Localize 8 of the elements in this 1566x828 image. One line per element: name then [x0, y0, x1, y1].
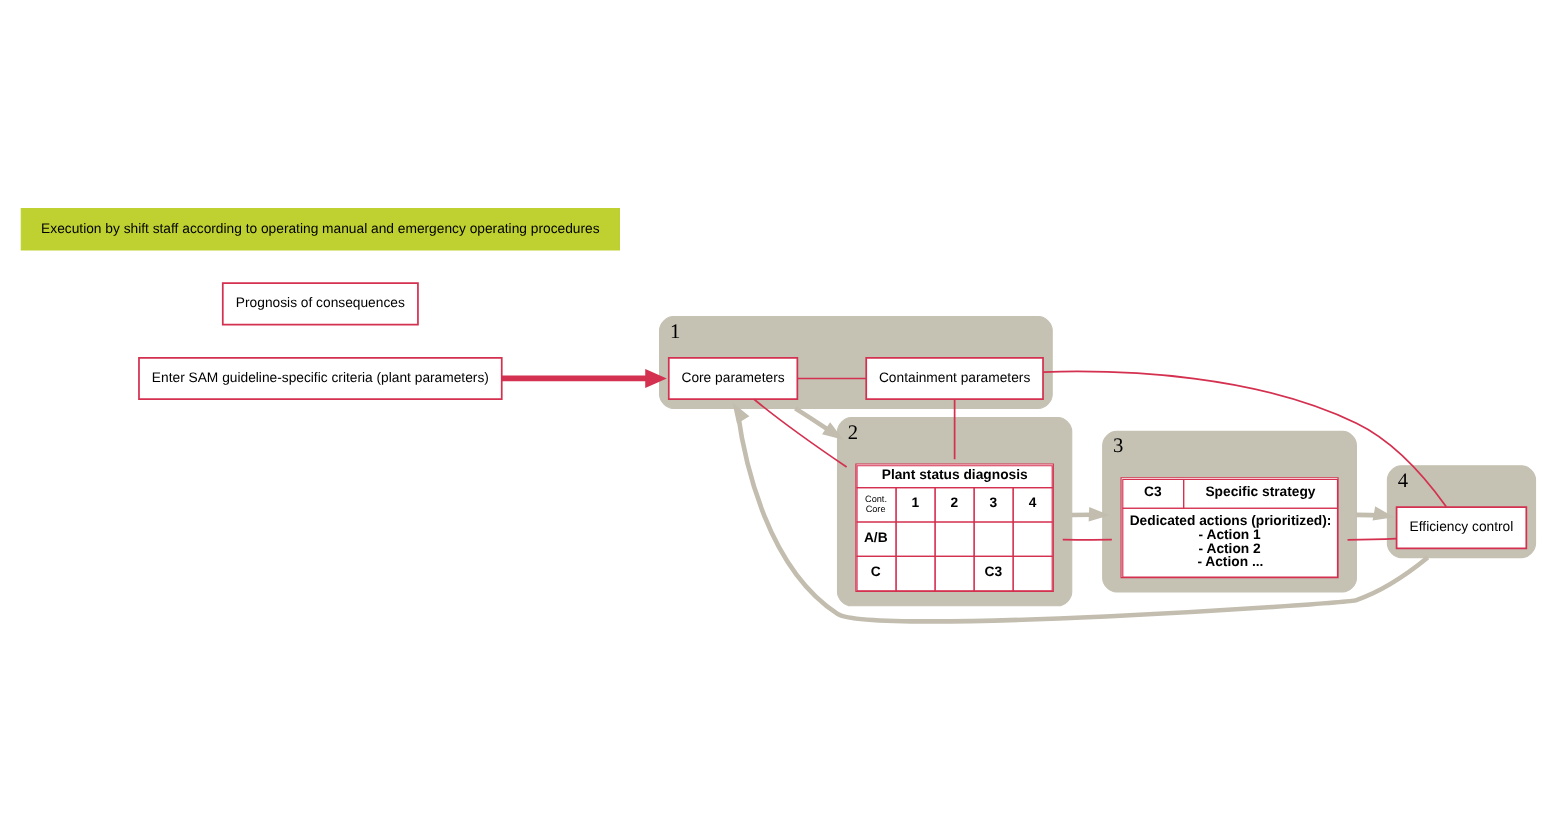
connector: [1061, 537, 1113, 540]
connector: [796, 376, 867, 379]
connector: [1346, 536, 1398, 540]
arrow: [732, 401, 1430, 623]
connector: [1042, 369, 1448, 507]
arrow: [501, 368, 667, 387]
connector: [753, 397, 848, 467]
connector: [953, 397, 956, 460]
